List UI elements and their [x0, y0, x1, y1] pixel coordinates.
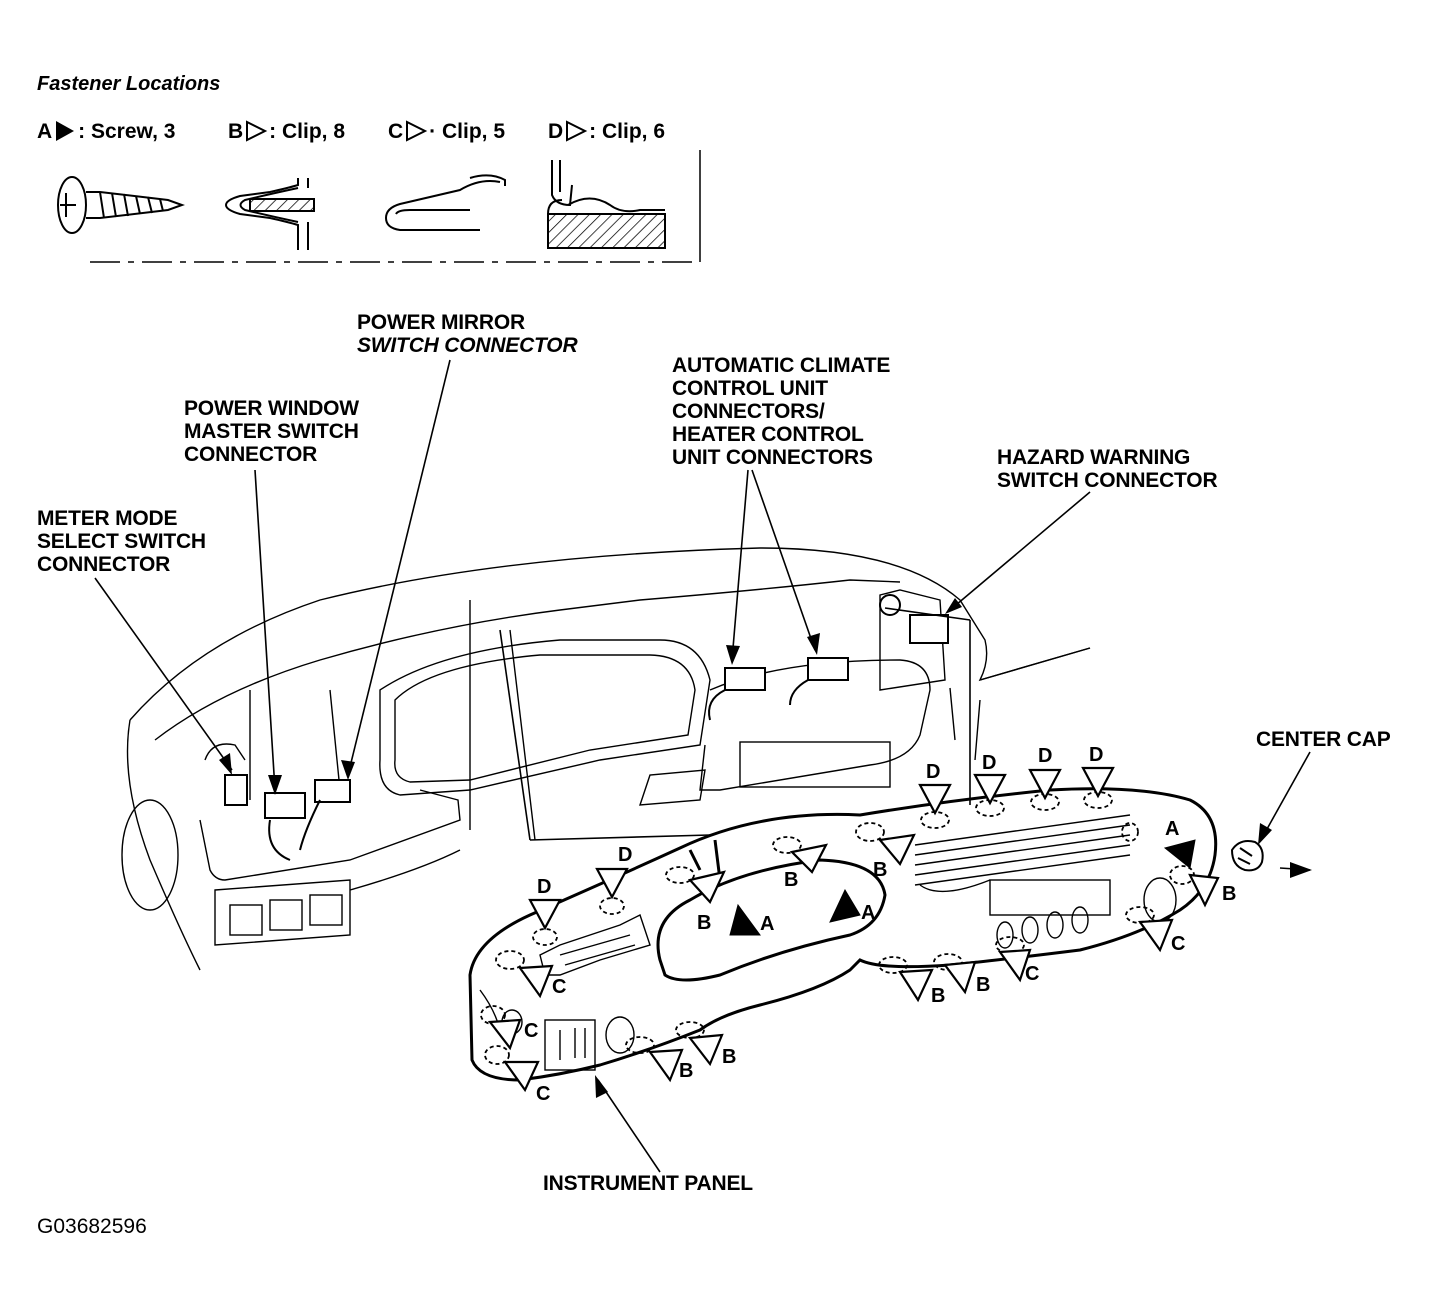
fastener-letter: C	[1171, 933, 1186, 955]
label-instrument-panel: INSTRUMENT PANEL	[543, 1172, 753, 1195]
fastener-letter: B	[873, 859, 888, 881]
clip-d-drawing	[547, 160, 666, 249]
fastener-triangles	[487, 766, 1220, 1093]
wire-connectors	[224, 594, 949, 861]
screw-triangles	[729, 839, 1196, 936]
fastener-letter: B	[931, 985, 946, 1007]
fastener-letter: C	[524, 1020, 539, 1042]
legend-box	[90, 150, 701, 263]
label-meter-mode: METER MODE SELECT SWITCH CONNECTOR	[37, 507, 206, 576]
label-power-mirror: POWER MIRROR SWITCH CONNECTOR	[357, 311, 578, 357]
fastener-letter: B	[1222, 883, 1237, 905]
fastener-letter: D	[537, 876, 552, 898]
instrument-panel-outline	[468, 787, 1218, 1082]
legend-item-b: B: Clip, 8	[228, 120, 346, 143]
label-power-window: POWER WINDOW MASTER SWITCH CONNECTOR	[184, 397, 359, 466]
label-hazard-warning: HAZARD WARNING SWITCH CONNECTOR	[997, 446, 1218, 492]
fastener-letter: A	[760, 913, 775, 935]
figure-id: G03682596	[37, 1215, 147, 1238]
fastener-letter: D	[618, 844, 633, 866]
fastener-letter: B	[722, 1046, 737, 1068]
fastener-letter: A	[861, 902, 876, 924]
dashboard-outline	[121, 547, 1091, 971]
legend-item-a: A: Screw, 3	[37, 120, 176, 143]
fastener-letter: C	[1025, 963, 1040, 985]
legend-item-d: D: Clip, 6	[548, 120, 666, 143]
label-center-cap: CENTER CAP	[1256, 728, 1391, 751]
fastener-letter: B	[697, 912, 712, 934]
fastener-letter: D	[982, 752, 997, 774]
legend-title: Fastener Locations	[37, 73, 221, 95]
fastener-letter: D	[1089, 744, 1104, 766]
fastener-letter: B	[976, 974, 991, 996]
open-triangle-icon	[566, 120, 588, 142]
arrowheads	[219, 598, 1312, 1098]
fastener-letter: B	[679, 1060, 694, 1082]
legend-item-c: C· Clip, 5	[388, 120, 506, 143]
fastener-letter: C	[552, 976, 567, 998]
filled-triangle-icon	[56, 121, 75, 141]
fastener-letter: B	[784, 869, 799, 891]
fastener-letter: C	[536, 1083, 551, 1105]
clip-c-drawing	[384, 174, 506, 231]
fastener-letter: A	[1165, 818, 1180, 840]
fastener-letter: D	[926, 761, 941, 783]
label-climate-control: AUTOMATIC CLIMATE CONTROL UNIT CONNECTOR…	[672, 354, 891, 469]
center-cap-drawing	[1230, 840, 1264, 872]
screw-drawing	[57, 176, 185, 234]
clip-position-dots	[480, 791, 1195, 1065]
instrument-panel-details	[479, 814, 1177, 1071]
open-triangle-icon	[406, 120, 428, 142]
leader-lines	[94, 359, 1311, 1173]
clip-b-drawing	[224, 178, 315, 250]
fastener-letter: D	[1038, 745, 1053, 767]
open-triangle-icon	[246, 120, 268, 142]
